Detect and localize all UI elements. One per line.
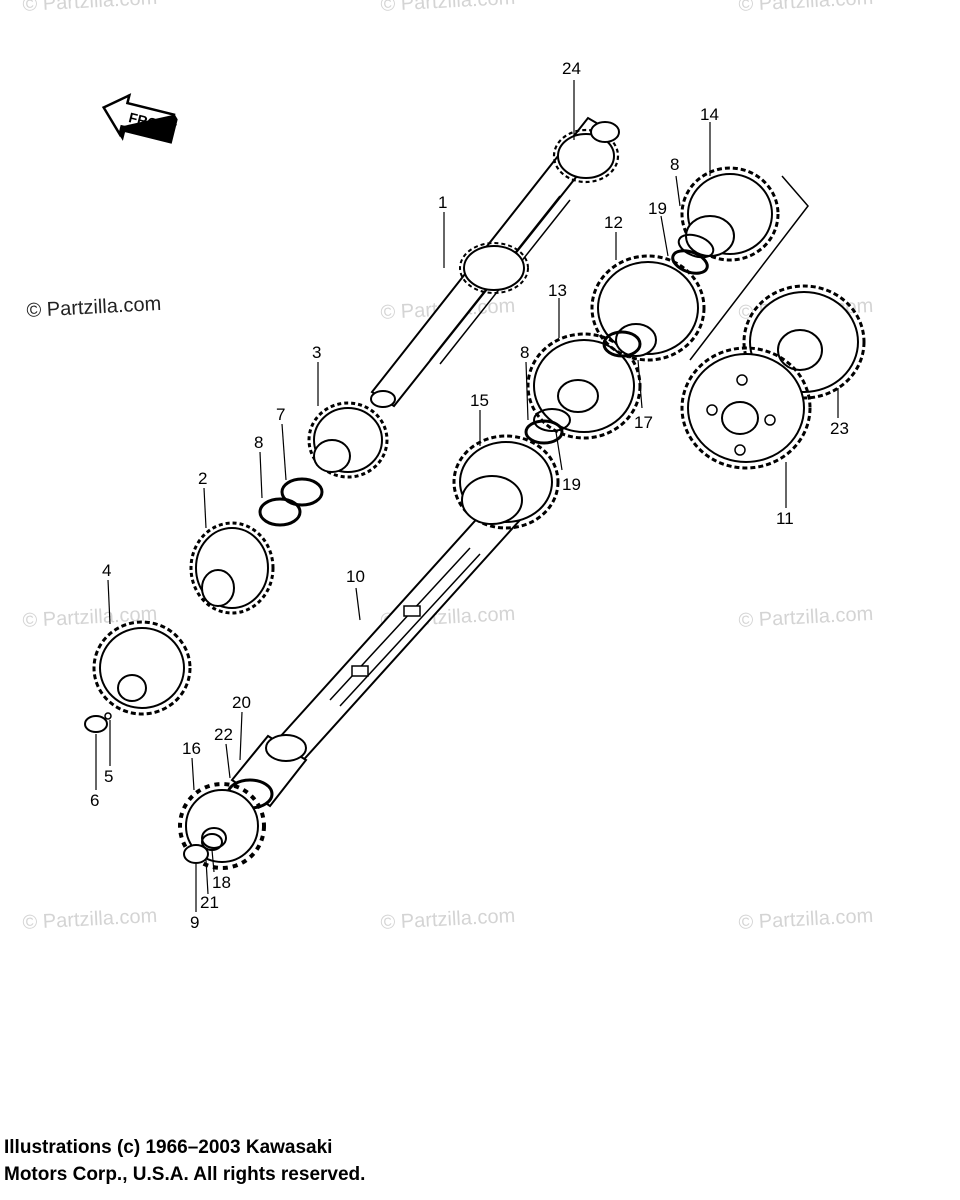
callout-17: 17 bbox=[634, 413, 653, 432]
gear-4 bbox=[92, 620, 192, 716]
callout-5: 5 bbox=[104, 767, 113, 786]
sprocket-16 bbox=[178, 782, 266, 870]
gear-14 bbox=[680, 166, 780, 262]
ball-5 bbox=[104, 712, 112, 720]
gear-15 bbox=[452, 434, 560, 530]
callout-12: 12 bbox=[604, 213, 623, 232]
callout-8: 8 bbox=[520, 343, 529, 362]
circlip-7 bbox=[280, 477, 324, 507]
callout-6: 6 bbox=[90, 791, 99, 810]
callout-23: 23 bbox=[830, 419, 849, 438]
gear-3 bbox=[307, 401, 389, 479]
callout-21: 21 bbox=[200, 893, 219, 912]
output-shaft-lower bbox=[268, 500, 522, 768]
callout-1: 1 bbox=[438, 193, 447, 212]
leader-lines bbox=[95, 80, 839, 912]
callout-10: 10 bbox=[346, 567, 365, 586]
front-arrow-icon: FRONT bbox=[101, 93, 178, 144]
callout-3: 3 bbox=[312, 343, 321, 362]
callout-11: 11 bbox=[776, 509, 794, 528]
callout-8: 8 bbox=[670, 155, 679, 174]
washer-6 bbox=[84, 715, 108, 733]
gear-11 bbox=[680, 346, 812, 470]
callout-9: 9 bbox=[190, 913, 199, 932]
callout-14: 14 bbox=[700, 105, 719, 124]
copyright-line-1: Illustrations (c) 1966–2003 Kawasaki bbox=[4, 1137, 333, 1158]
gear-2 bbox=[189, 521, 275, 615]
callout-7: 7 bbox=[276, 405, 285, 424]
callout-19: 19 bbox=[562, 475, 581, 494]
callout-19: 19 bbox=[648, 199, 667, 218]
copyright-line-2: Motors Corp., U.S.A. All rights reserved… bbox=[4, 1164, 366, 1185]
callout-15: 15 bbox=[470, 391, 489, 410]
callout-18: 18 bbox=[212, 873, 231, 892]
nut-9 bbox=[183, 844, 209, 864]
callout-24: 24 bbox=[562, 59, 581, 78]
callout-2: 2 bbox=[198, 469, 207, 488]
callout-20: 20 bbox=[232, 693, 251, 712]
callout-13: 13 bbox=[548, 281, 567, 300]
copyright-notice: Illustrations (c) 1966–2003 Kawasaki Mot… bbox=[4, 1134, 365, 1188]
bracket-line bbox=[689, 175, 809, 361]
callout-labels: 24 14 8 1 19 12 13 3 7 8 15 8 19 17 23 1… bbox=[90, 59, 849, 932]
callout-4: 4 bbox=[102, 561, 111, 580]
circlip-group bbox=[524, 233, 715, 445]
callout-22: 22 bbox=[214, 725, 233, 744]
callout-16: 16 bbox=[182, 739, 201, 758]
washer-8 bbox=[258, 497, 302, 527]
drive-shaft-upper bbox=[370, 116, 620, 408]
callout-8: 8 bbox=[254, 433, 263, 452]
